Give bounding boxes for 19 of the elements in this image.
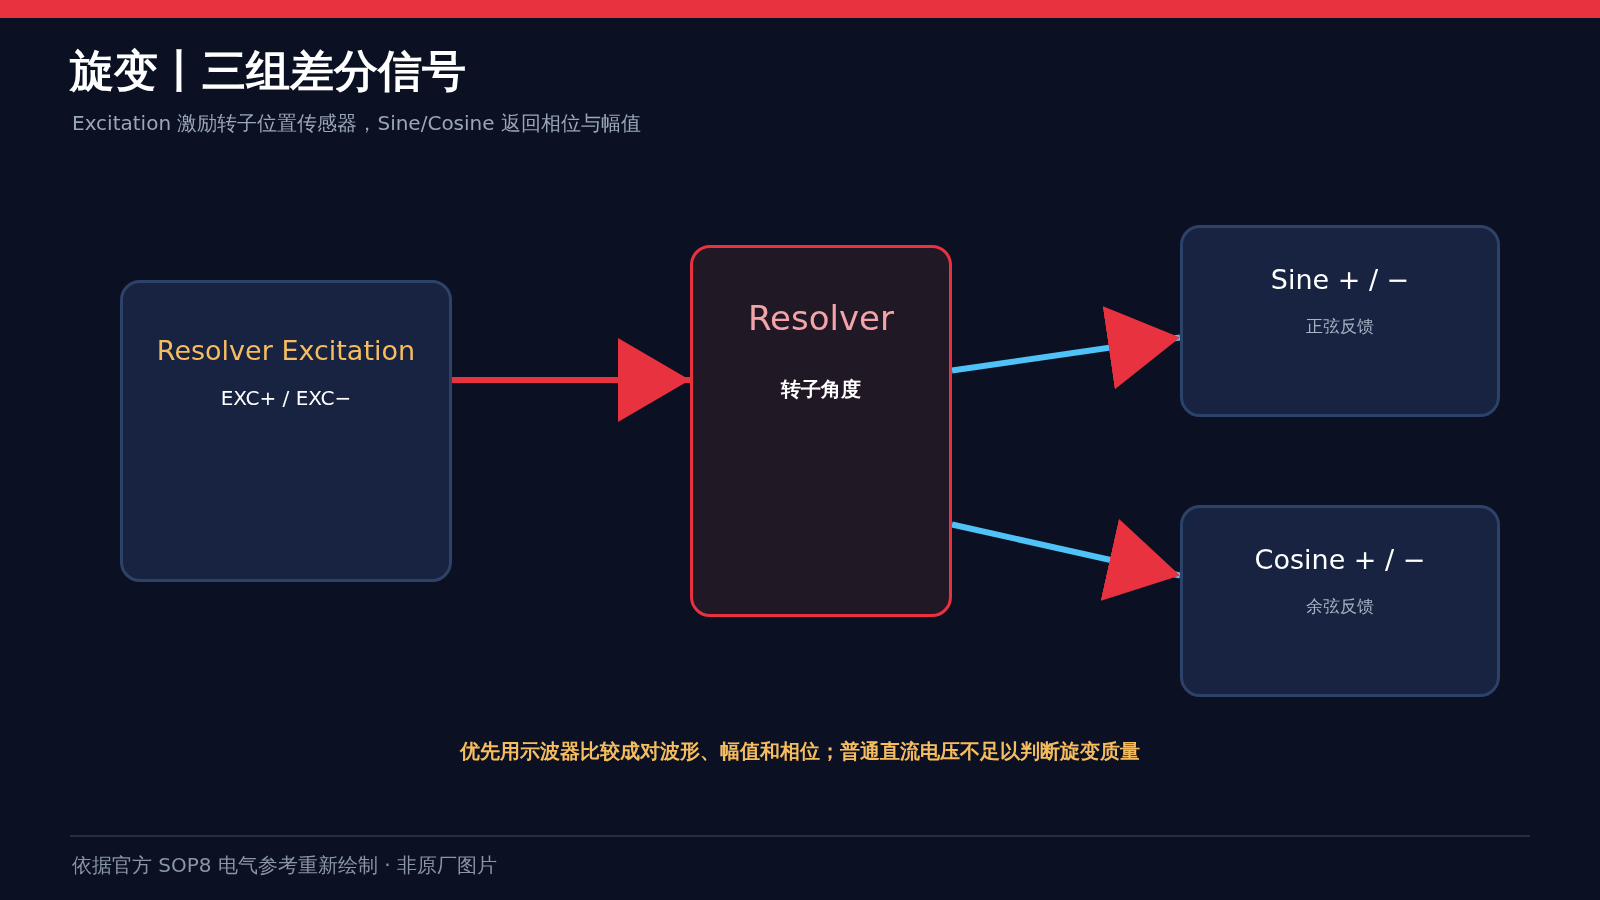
node-heading: Resolver (748, 298, 894, 338)
output-box (1180, 225, 1500, 417)
resolver-box (690, 245, 952, 617)
node-heading: Resolver Excitation (156, 335, 416, 366)
arrow (452, 338, 690, 422)
node-subtext: 转子角度 (781, 376, 861, 403)
node-subtext: EXC+ / EXC− (220, 386, 352, 410)
note-text: 优先用示波器比较成对波形、幅值和相位；普通直流电压不足以判断旋变质量 (460, 738, 1140, 765)
node-subtext: 余弦反馈 (1306, 595, 1374, 618)
node-heading: Sine + / − (1270, 264, 1410, 295)
node-subtext: 正弦反馈 (1306, 315, 1374, 338)
input-box (120, 280, 452, 582)
node-heading: Cosine + / − (1254, 544, 1426, 575)
footer-text: 依据官方 SOP8 电气参考重新绘制 · 非原厂图片 (72, 852, 497, 879)
arrow (951, 518, 1181, 601)
subtitle: Excitation 激励转子位置传感器，Sine/Cosine 返回相位与幅值 (72, 110, 641, 137)
arrow (951, 306, 1181, 390)
output-box (1180, 505, 1500, 697)
title: 旋变丨三组差分信号 (70, 44, 466, 98)
